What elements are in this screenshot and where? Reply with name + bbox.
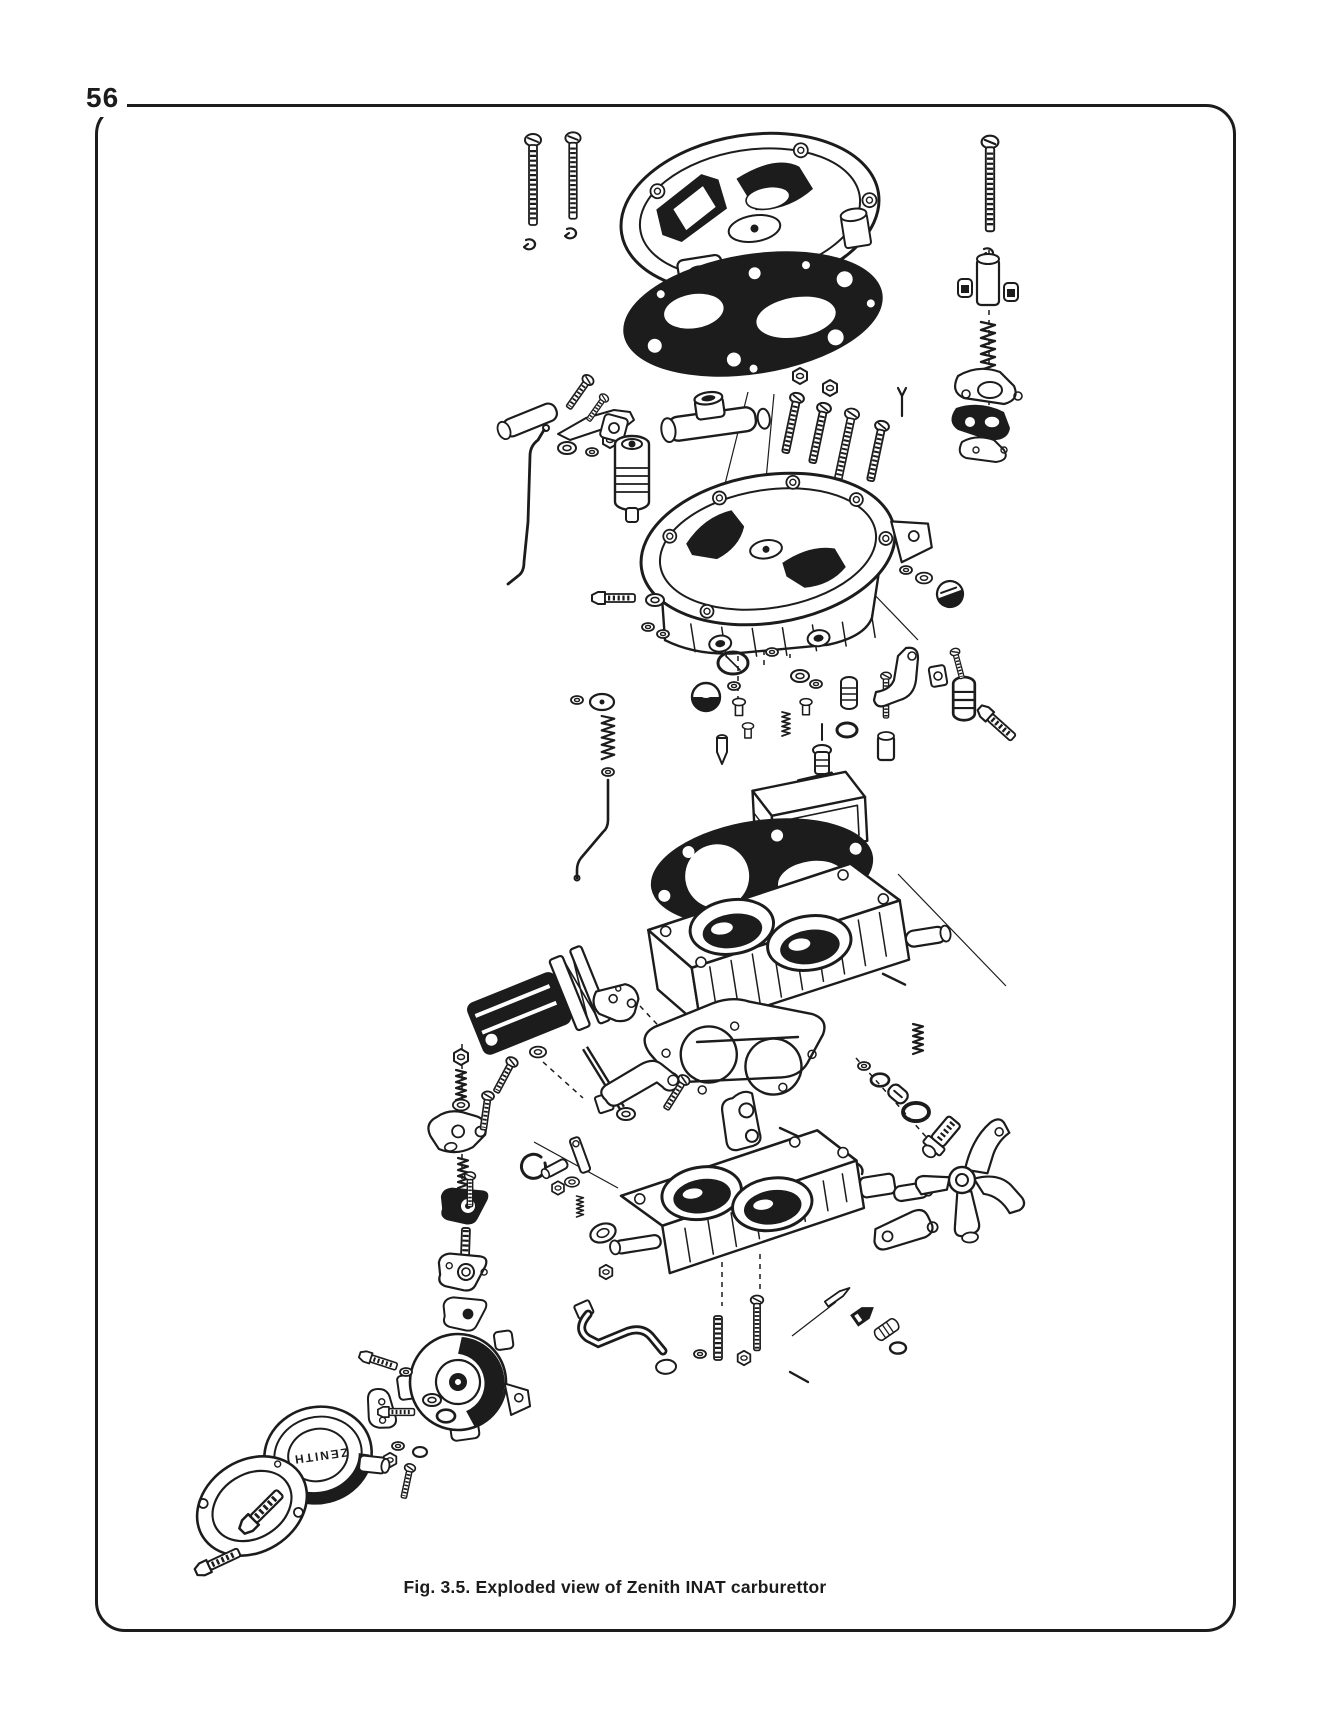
- throttle-return-lever: [593, 1059, 680, 1115]
- economizer-plug-cluster: [872, 565, 1017, 743]
- jet-screw-row: [779, 367, 908, 490]
- s-shaped-lever: [573, 1294, 763, 1375]
- vacuum-piston: [613, 434, 651, 523]
- bent-actuating-rod: [506, 424, 550, 586]
- throttle-linkage-cluster: [857, 1022, 1026, 1251]
- idle-jets-cluster: [690, 647, 896, 765]
- power-valve-piston: [812, 723, 832, 775]
- throttle-body: [609, 1129, 934, 1275]
- page-number: 56: [86, 82, 128, 117]
- figure-caption: Fig. 3.5. Exploded view of Zenith INAT c…: [403, 1577, 827, 1597]
- air-horn-cover: [619, 131, 881, 295]
- accelerator-pump: [467, 945, 640, 1121]
- fuel-inlet-tee: [660, 390, 771, 444]
- fast-idle-lever-cluster: [496, 370, 635, 457]
- pump-discharge-assembly: [570, 692, 616, 882]
- pump-lever-column: [427, 1048, 497, 1332]
- throttle-pivot-cluster: [520, 1136, 617, 1281]
- body-hex-bolt: [592, 592, 670, 639]
- cover-screws: [524, 132, 581, 251]
- choke-housing-fasteners: [358, 1350, 457, 1501]
- top-cover-gasket: [623, 251, 883, 377]
- main-casting: [646, 862, 952, 1029]
- choke-piston-column: [951, 136, 1023, 463]
- needle-jet-row: [788, 1287, 908, 1384]
- diaphragm-cover-gasket: [178, 1455, 309, 1578]
- main-body-cover: [639, 471, 933, 658]
- spindle-bracket: [721, 1090, 762, 1152]
- page-border: [95, 104, 1236, 1632]
- choke-housing: [396, 1329, 532, 1442]
